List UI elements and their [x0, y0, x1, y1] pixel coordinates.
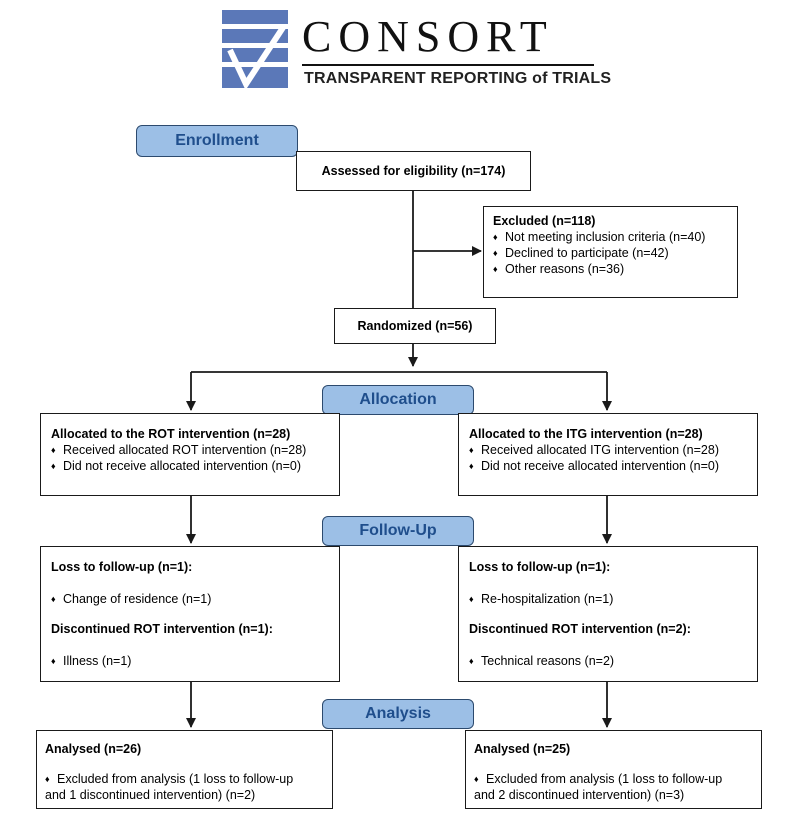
stage-analysis: Analysis: [322, 699, 474, 729]
stage-enrollment: Enrollment: [136, 125, 298, 157]
excluded-item: Declined to participate (n=42): [493, 245, 728, 261]
followup-itg-disc-title: Discontinued ROT intervention (n=2):: [469, 622, 691, 636]
analysis-rot-box: Analysed (n=26) Excluded from analysis (…: [36, 730, 333, 809]
consort-logo: CONSORT TRANSPARENT REPORTING of TRIALS: [222, 10, 611, 90]
analysis-itg-title: Analysed (n=25): [474, 742, 571, 756]
analysis-itg-box: Analysed (n=25) Excluded from analysis (…: [465, 730, 762, 809]
followup-rot-loss-item: Change of residence (n=1): [51, 591, 329, 607]
assessed-label: Assessed for eligibility (n=174): [321, 164, 506, 178]
excluded-item: Not meeting inclusion criteria (n=40): [493, 229, 728, 245]
logo-wordmark: CONSORT: [302, 12, 554, 61]
allocation-rot-item: Did not receive allocated intervention (…: [51, 458, 329, 474]
logo-divider: [302, 64, 594, 66]
consort-checkmark-icon: [222, 10, 288, 88]
logo-tagline: TRANSPARENT REPORTING of TRIALS: [304, 70, 612, 87]
followup-rot-disc-item: Illness (n=1): [51, 653, 329, 669]
allocation-itg-item: Did not receive allocated intervention (…: [469, 458, 747, 474]
allocation-rot-box: Allocated to the ROT intervention (n=28)…: [40, 413, 340, 496]
followup-rot-box: Loss to follow-up (n=1): Change of resid…: [40, 546, 340, 682]
allocation-itg-title: Allocated to the ITG intervention (n=28): [469, 427, 703, 441]
followup-rot-loss-title: Loss to follow-up (n=1):: [51, 560, 193, 574]
followup-itg-loss-item: Re-hospitalization (n=1): [469, 591, 747, 607]
excluded-box: Excluded (n=118) Not meeting inclusion c…: [483, 206, 738, 298]
allocation-itg-box: Allocated to the ITG intervention (n=28)…: [458, 413, 758, 496]
analysis-rot-item: Excluded from analysis (1 loss to follow…: [45, 771, 324, 787]
followup-itg-box: Loss to follow-up (n=1): Re-hospitalizat…: [458, 546, 758, 682]
randomized-label: Randomized (n=56): [357, 319, 473, 333]
excluded-item: Other reasons (n=36): [493, 261, 728, 277]
followup-rot-disc-title: Discontinued ROT intervention (n=1):: [51, 622, 273, 636]
allocation-rot-title: Allocated to the ROT intervention (n=28): [51, 427, 291, 441]
assessed-box: Assessed for eligibility (n=174): [296, 151, 531, 191]
allocation-rot-item: Received allocated ROT intervention (n=2…: [51, 442, 329, 458]
excluded-title: Excluded (n=118): [493, 214, 596, 228]
followup-itg-loss-title: Loss to follow-up (n=1):: [469, 560, 611, 574]
allocation-itg-item: Received allocated ITG intervention (n=2…: [469, 442, 747, 458]
followup-itg-disc-item: Technical reasons (n=2): [469, 653, 747, 669]
analysis-rot-item-cont: and 1 discontinued intervention) (n=2): [45, 788, 256, 802]
analysis-itg-item: Excluded from analysis (1 loss to follow…: [474, 771, 753, 787]
analysis-rot-title: Analysed (n=26): [45, 742, 142, 756]
stage-followup: Follow-Up: [322, 516, 474, 546]
analysis-itg-item-cont: and 2 discontinued intervention) (n=3): [474, 788, 685, 802]
stage-allocation: Allocation: [322, 385, 474, 415]
randomized-box: Randomized (n=56): [334, 308, 496, 344]
